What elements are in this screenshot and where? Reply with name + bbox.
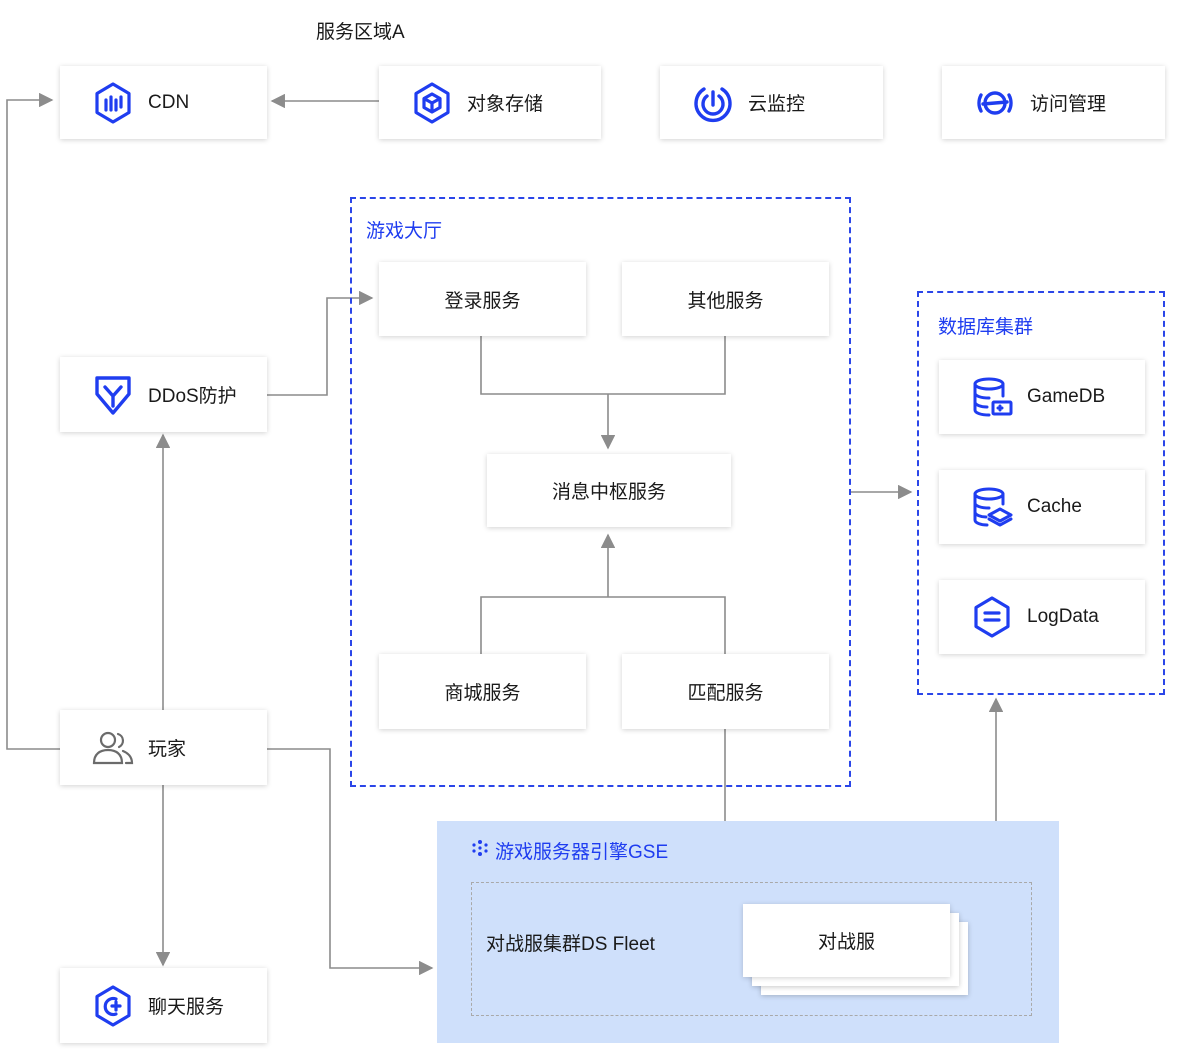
connector-ddos-to-login [267,290,374,396]
logdata-label: LogData [1027,606,1099,627]
connector-login-other-to-hub [480,336,726,448]
message-hub-label: 消息中枢服务 [551,482,666,503]
gse-title: 游戏服务器引擎GSE [495,842,669,863]
gse-icon [470,838,490,858]
match-service-label: 匹配服务 [687,683,764,704]
cdn-label: CDN [148,91,190,113]
cloud-monitor-label: 云监控 [748,94,806,115]
battle-server-label: 对战服 [817,932,875,953]
message-hub-card[interactable]: 消息中枢服务 [487,454,731,527]
access-management-label: 访问管理 [1030,94,1107,115]
object-storage-label: 对象存储 [467,94,544,115]
shop-service-card[interactable]: 商城服务 [379,654,586,729]
connector-player-to-fleet [267,748,434,976]
database-cluster-title: 数据库集群 [938,317,1034,338]
cache-icon [969,484,1015,530]
logdata-icon [969,594,1015,640]
database-cluster-group [917,291,1165,695]
cache-label: Cache [1027,496,1082,517]
chat-service-card[interactable]: 聊天服务 [60,968,267,1043]
shop-service-label: 商城服务 [444,683,521,704]
game-lobby-group [350,197,851,787]
cdn-card[interactable]: CDN [60,66,267,139]
gamedb-card[interactable]: GameDB [939,360,1145,434]
game-lobby-title: 游戏大厅 [366,221,443,242]
cloud-monitor-icon [690,80,736,126]
battle-server-card[interactable]: 对战服 [743,904,950,977]
ds-fleet-group [471,882,1032,1016]
connector-player-to-cdn [6,92,60,750]
chat-service-icon [90,983,136,1029]
users-icon [90,725,136,771]
other-service-card[interactable]: 其他服务 [622,262,829,336]
shield-icon [90,372,136,418]
login-service-label: 登录服务 [444,290,521,312]
other-service-label: 其他服务 [687,290,764,312]
cdn-icon [90,80,136,126]
chat-service-label: 聊天服务 [148,997,225,1018]
connector-shop-match-to-hub [480,535,726,654]
zone-title: 服务区域A [316,22,405,43]
ddos-label: DDoS防护 [148,386,237,407]
ddos-card[interactable]: DDoS防护 [60,357,267,432]
access-management-icon [972,80,1018,126]
match-service-card[interactable]: 匹配服务 [622,654,829,729]
ds-fleet-label: 对战服集群DS Fleet [486,934,655,955]
player-card[interactable]: 玩家 [60,710,267,785]
cache-card[interactable]: Cache [939,470,1145,544]
login-service-card[interactable]: 登录服务 [379,262,586,336]
gamedb-label: GameDB [1027,386,1106,407]
gamedb-icon [969,374,1015,420]
player-label: 玩家 [148,739,187,760]
cloud-monitor-card[interactable]: 云监控 [660,66,883,139]
logdata-card[interactable]: LogData [939,580,1145,654]
object-storage-icon [409,80,455,126]
access-management-card[interactable]: 访问管理 [942,66,1165,139]
object-storage-card[interactable]: 对象存储 [379,66,601,139]
